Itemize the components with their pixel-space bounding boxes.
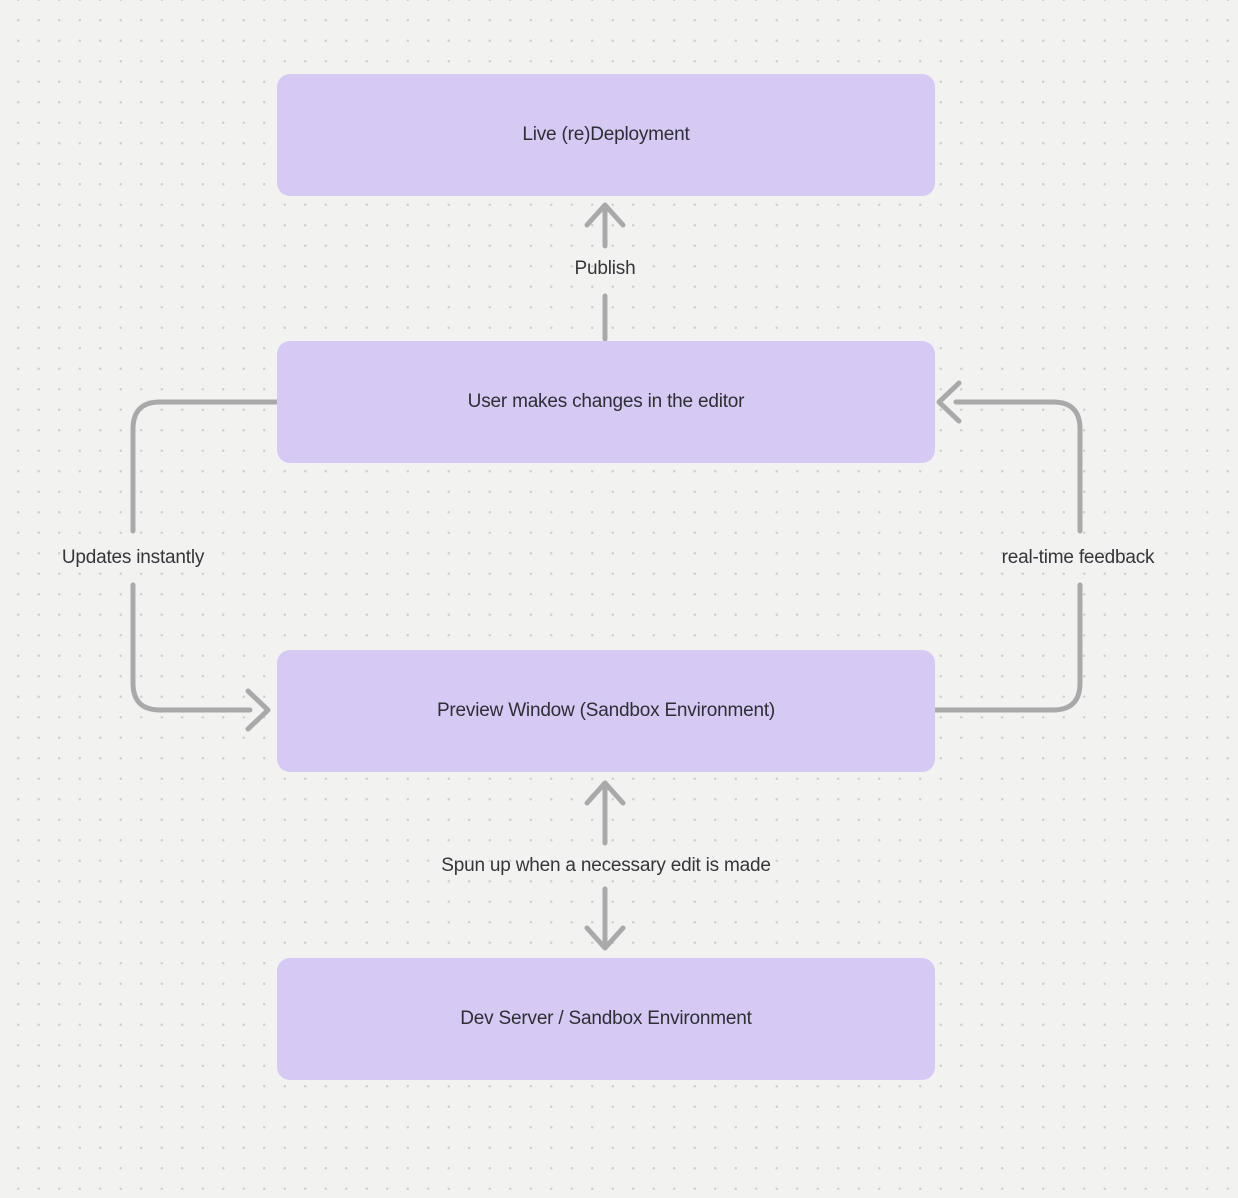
edge-label-spun-up: Spun up when a necessary edit is made bbox=[441, 855, 771, 876]
node-label: User makes changes in the editor bbox=[467, 391, 745, 412]
edge-label-publish: Publish bbox=[574, 258, 636, 279]
node-dev-server[interactable]: Dev Server / Sandbox Environment bbox=[277, 958, 935, 1080]
arrow-left-icon bbox=[936, 380, 962, 424]
arrow-up-icon bbox=[584, 202, 626, 228]
edge-label-realtime-feedback: real-time feedback bbox=[1001, 547, 1155, 568]
updates-curve-lower bbox=[130, 582, 253, 713]
node-label: Preview Window (Sandbox Environment) bbox=[436, 700, 776, 721]
updates-curve-upper bbox=[130, 399, 280, 534]
arrow-down-icon bbox=[584, 925, 626, 951]
arrow-right-icon bbox=[245, 688, 271, 732]
feedback-curve-lower bbox=[932, 582, 1083, 713]
node-label: Live (re)Deployment bbox=[522, 124, 690, 145]
feedback-curve-upper bbox=[953, 399, 1083, 534]
node-live-redeployment[interactable]: Live (re)Deployment bbox=[277, 74, 935, 196]
node-user-makes-changes[interactable]: User makes changes in the editor bbox=[277, 341, 935, 463]
arrow-up-icon bbox=[584, 780, 626, 806]
edge-label-updates-instantly: Updates instantly bbox=[61, 547, 205, 568]
node-preview-window[interactable]: Preview Window (Sandbox Environment) bbox=[277, 650, 935, 772]
node-label: Dev Server / Sandbox Environment bbox=[460, 1008, 752, 1029]
